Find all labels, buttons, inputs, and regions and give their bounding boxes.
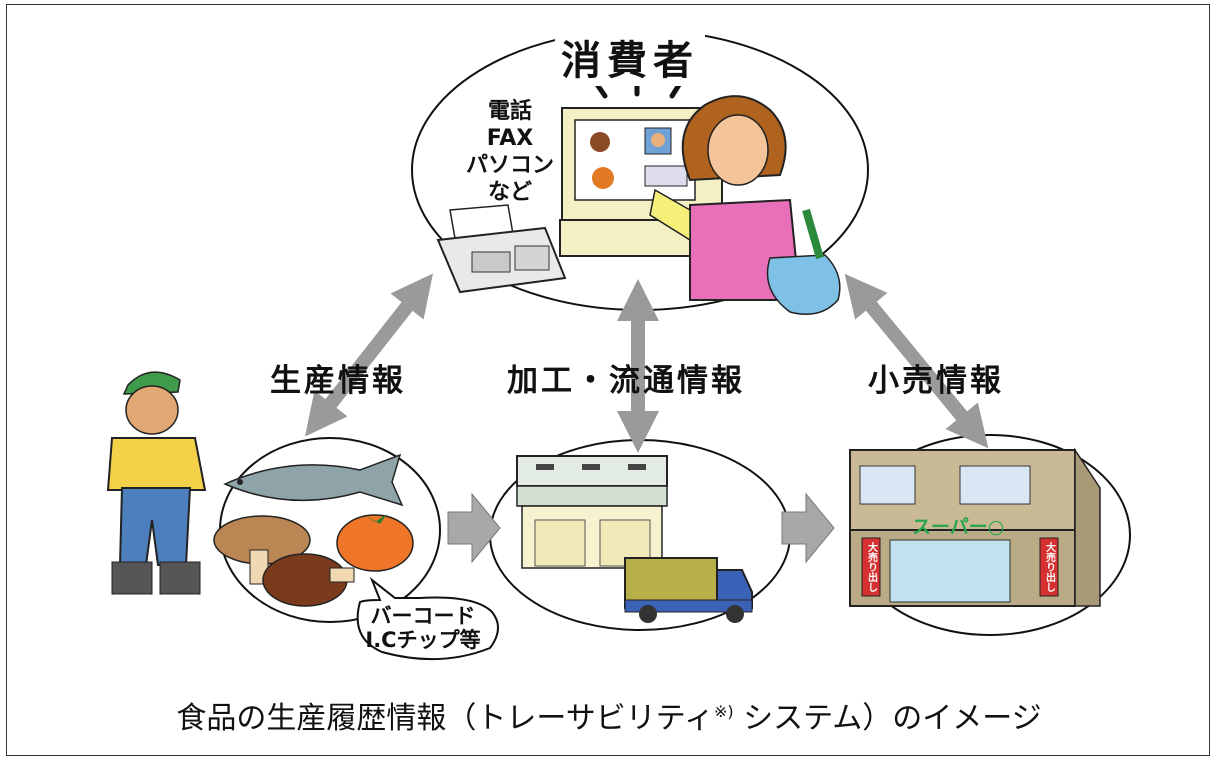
- farmer-icon: [106, 371, 207, 595]
- fish-icon: [223, 453, 404, 507]
- flow-arrow-icon: [781, 492, 835, 564]
- processing-distribution-info-label: 加工・流通情報: [507, 363, 745, 399]
- mushroom-icon: [213, 515, 355, 607]
- device-pc: パソコン: [465, 153, 554, 178]
- device-phone: 電話: [487, 99, 532, 124]
- caption-end: システム）のイメージ: [733, 701, 1042, 736]
- diagram-frame: [6, 4, 1210, 756]
- bubble-text: バーコード I.Cチップ等: [348, 604, 498, 652]
- diagram-caption: 食品の生産履歴情報（トレーサビリティ※) システム）のイメージ: [0, 693, 1218, 737]
- consumer-title: 消費者: [555, 28, 705, 86]
- caption-main: 食品の生産履歴情報（トレーサビリティ: [176, 701, 714, 736]
- caption-note-mark: ※): [713, 702, 734, 721]
- production-info-label: 生産情報: [270, 363, 406, 399]
- flow-arrow-icon: [447, 492, 501, 564]
- truck-icon: [624, 557, 753, 623]
- device-list: 電話 FAX パソコン など: [455, 98, 565, 206]
- device-etc: など: [487, 180, 532, 205]
- fax-machine-icon: [436, 204, 567, 294]
- store-sign: スーパー○: [912, 516, 1005, 538]
- retail-double-arrow: [844, 273, 989, 449]
- persimmon-icon: [336, 514, 414, 572]
- speech-bubble: [356, 576, 499, 661]
- device-fax: FAX: [486, 126, 534, 151]
- consumer-woman-icon: [649, 95, 841, 315]
- retail-info-label: 小売情報: [868, 363, 1004, 399]
- bubble-barcode: バーコード: [370, 604, 476, 628]
- supermarket-icon: [849, 447, 1101, 607]
- bubble-ic-chip: I.Cチップ等: [365, 628, 481, 652]
- production-double-arrow: [305, 273, 433, 437]
- factory-icon: [516, 455, 668, 569]
